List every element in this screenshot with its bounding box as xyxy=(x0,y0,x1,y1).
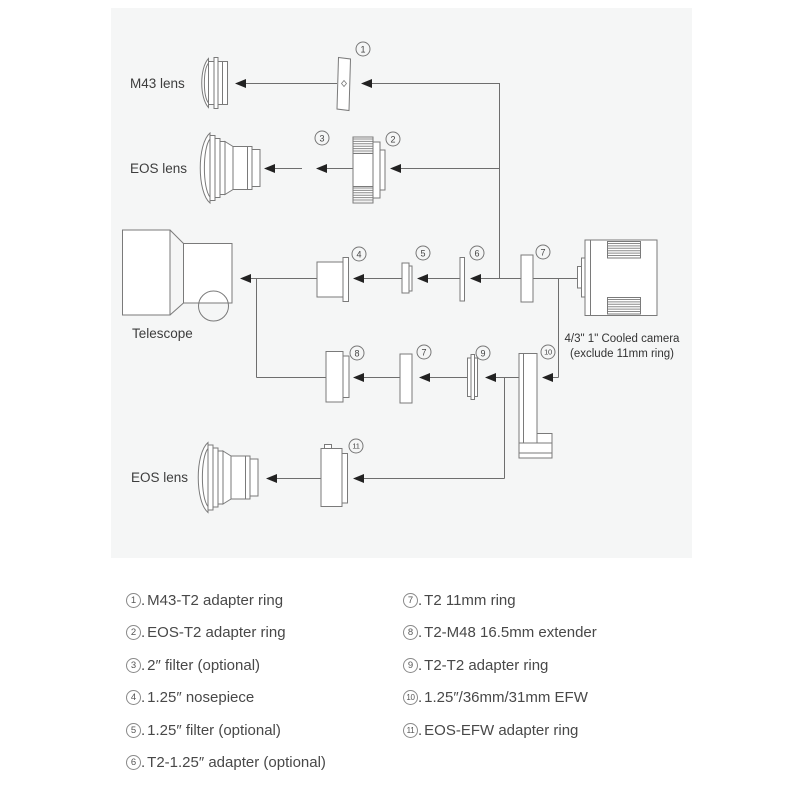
arrowheads xyxy=(235,79,553,483)
part-9-t2-t2-ring-drawing xyxy=(467,354,478,400)
eos-lens-bottom-label: EOS lens xyxy=(131,470,189,485)
legend-item-label: T2 11mm ring xyxy=(424,591,516,609)
callout-2: 2 xyxy=(385,131,401,147)
callout-4: 4 xyxy=(351,246,367,262)
part-2-eos-t2-ring-drawing xyxy=(352,136,386,204)
legend-item-number: 4 xyxy=(126,690,141,705)
legend-left-column: 1. M43-T2 adapter ring 2. EOS-T2 adapter… xyxy=(126,590,326,773)
legend-item-number: 5 xyxy=(126,722,141,738)
legend-separator: . xyxy=(418,689,423,706)
callout-6: 6 xyxy=(469,245,485,261)
legend-separator: . xyxy=(141,754,146,771)
legend-separator: . xyxy=(418,624,423,641)
callout-3: 3 xyxy=(314,130,330,146)
legend-separator: . xyxy=(418,591,423,609)
legend-item-label: T2-T2 adapter ring xyxy=(424,656,549,674)
legend-item-number: 9 xyxy=(403,657,418,673)
legend-right-column: 7. T2 11mm ring 8. T2-M48 16.5mm extende… xyxy=(403,590,597,740)
legend-item-number: 2 xyxy=(126,625,141,640)
m43-lens-drawing xyxy=(201,57,228,109)
legend-separator: . xyxy=(141,591,146,609)
legend-item-number: 6 xyxy=(126,755,141,770)
camera-caption: 4/3" 1" Cooled camera (exclude 11mm ring… xyxy=(556,332,688,362)
legend-item-9: 9. T2-T2 adapter ring xyxy=(403,655,597,675)
callout-7-row3: 7 xyxy=(535,244,551,260)
telescope-drawing xyxy=(122,229,233,322)
legend-separator: . xyxy=(418,656,423,674)
legend-item-label: T2-1.25″ adapter (optional) xyxy=(147,754,326,771)
part-7-ring-row4-drawing xyxy=(399,353,413,404)
camera-caption-line2: (exclude 11mm ring) xyxy=(570,348,674,360)
legend-item-number: 11 xyxy=(403,722,418,738)
legend-item-label: EOS-EFW adapter ring xyxy=(424,721,579,739)
cooled-camera-drawing xyxy=(577,239,658,316)
camera-caption-line1: 4/3" 1" Cooled camera xyxy=(564,333,680,345)
callout-9: 9 xyxy=(475,345,491,361)
part-8-extender-drawing xyxy=(325,351,350,403)
legend-separator: . xyxy=(141,624,146,641)
legend-item-label: 2″ filter (optional) xyxy=(147,656,261,674)
legend-item-11: 11. EOS-EFW adapter ring xyxy=(403,720,597,740)
legend-item-label: T2-M48 16.5mm extender xyxy=(424,624,597,641)
callout-11: 11 xyxy=(348,438,364,454)
legend-item-10: 10. 1.25″/36mm/31mm EFW xyxy=(403,688,597,708)
callout-1: 1 xyxy=(355,41,371,57)
legend-item-7: 7. T2 11mm ring xyxy=(403,590,597,610)
legend-item-6: 6. T2-1.25″ adapter (optional) xyxy=(126,753,326,773)
legend-item-number: 8 xyxy=(403,625,418,640)
m43-lens-label: M43 lens xyxy=(130,76,185,91)
part-7-ring-row3-drawing xyxy=(520,254,534,303)
telescope-label: Telescope xyxy=(132,326,193,341)
eos-lens-top-label: EOS lens xyxy=(130,161,188,176)
legend-item-number: 3 xyxy=(126,657,141,673)
legend-item-4: 4. 1.25″ nosepiece xyxy=(126,688,326,708)
legend-item-label: 1.25″ nosepiece xyxy=(147,689,255,706)
callout-7-row4: 7 xyxy=(416,344,432,360)
part-5-filter-drawing xyxy=(401,262,413,294)
legend-item-1: 1. M43-T2 adapter ring xyxy=(126,590,326,610)
legend-item-number: 10 xyxy=(403,690,418,705)
legend-item-label: EOS-T2 adapter ring xyxy=(147,624,286,641)
legend-item-number: 1 xyxy=(126,592,141,608)
legend-item-3: 3. 2″ filter (optional) xyxy=(126,655,326,675)
callout-8: 8 xyxy=(349,345,365,361)
legend-item-8: 8. T2-M48 16.5mm extender xyxy=(403,623,597,643)
legend-item-label: 1.25″ filter (optional) xyxy=(147,721,281,739)
legend-item-number: 7 xyxy=(403,592,418,608)
eos-lens-bottom-drawing xyxy=(197,442,259,513)
part-4-nosepiece-drawing xyxy=(316,257,349,302)
legend-separator: . xyxy=(141,721,146,739)
part-6-t2-adapter-drawing xyxy=(459,257,465,302)
legend-separator: . xyxy=(418,721,423,739)
legend-separator: . xyxy=(141,656,146,674)
part-11-eos-efw-ring-drawing xyxy=(320,444,348,507)
part-10-efw-drawing xyxy=(518,353,553,459)
legend-item-label: 1.25″/36mm/31mm EFW xyxy=(424,689,588,706)
legend-item-2: 2. EOS-T2 adapter ring xyxy=(126,623,326,643)
callout-10: 10 xyxy=(540,344,556,360)
legend-item-5: 5. 1.25″ filter (optional) xyxy=(126,720,326,740)
part-1-m43-t2-ring-drawing xyxy=(336,56,352,112)
callout-5: 5 xyxy=(415,245,431,261)
eos-lens-top-drawing xyxy=(199,132,261,204)
legend-item-label: M43-T2 adapter ring xyxy=(147,591,284,609)
legend-separator: . xyxy=(141,689,146,706)
